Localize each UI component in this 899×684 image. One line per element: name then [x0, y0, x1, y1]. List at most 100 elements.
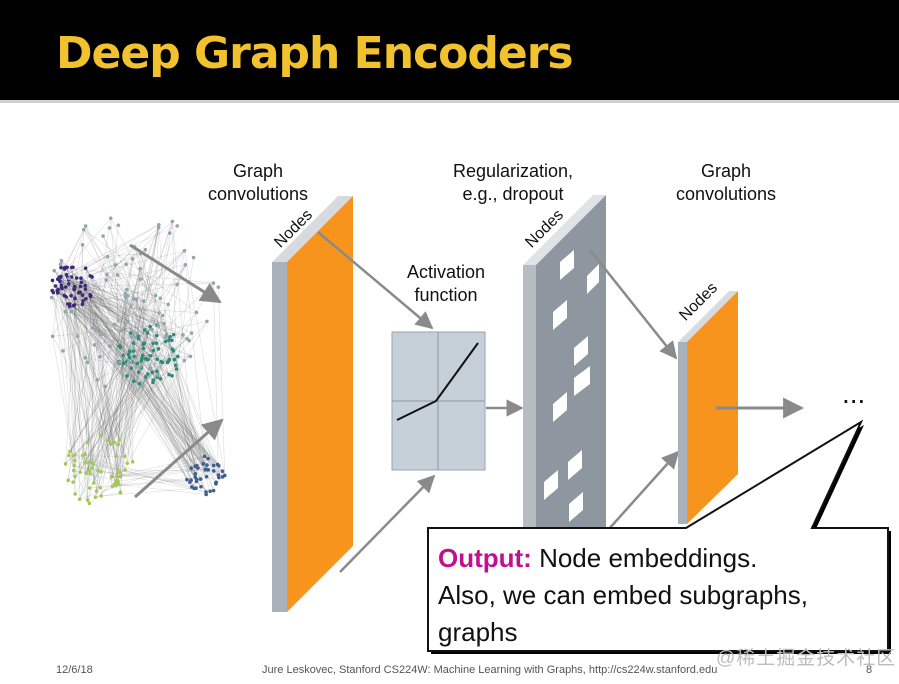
graph-edge: [79, 280, 107, 473]
output-callout: [427, 419, 891, 654]
graph-edge: [65, 274, 108, 464]
graph-edge: [52, 281, 85, 337]
graph-node: [57, 275, 61, 279]
graph-node: [88, 274, 93, 278]
graph-edge: [52, 280, 83, 305]
graph-edge: [82, 303, 165, 324]
graph-edge: [117, 372, 139, 472]
graph-edge: [54, 270, 158, 326]
graph-node: [183, 263, 188, 267]
graph-edge: [171, 312, 197, 341]
graph-edge: [74, 286, 91, 297]
graph-edge: [171, 375, 211, 492]
graph-edge: [117, 224, 160, 482]
graph-node: [67, 276, 71, 281]
footer-page-number: 8: [866, 664, 873, 676]
graph-edge: [160, 264, 186, 299]
graph-node: [97, 354, 102, 359]
graph-edge: [111, 456, 205, 478]
graph-node: [138, 266, 142, 271]
graph-edge: [90, 296, 160, 314]
graph-node: [75, 334, 80, 339]
graph-edge: [69, 264, 186, 452]
graph-node: [94, 489, 99, 493]
title-bar: Deep Graph Encoders: [0, 0, 899, 100]
graph-node: [148, 324, 152, 329]
graph-edge: [73, 305, 124, 364]
graph-node: [189, 466, 194, 471]
graph-edge: [76, 277, 206, 470]
graph-edge: [68, 227, 159, 456]
graph-edge: [83, 281, 163, 363]
graph-edge: [71, 311, 199, 469]
graph-edge: [83, 229, 197, 313]
dropout-hole: [553, 300, 567, 330]
label-activation-function: Activation function: [396, 261, 496, 307]
graph-node: [77, 291, 81, 295]
graph-node: [158, 296, 163, 301]
graph-node: [103, 322, 107, 326]
graph-node: [199, 484, 203, 489]
graph-edge: [117, 275, 195, 489]
graph-node: [72, 458, 77, 463]
graph-node: [121, 353, 125, 358]
panel-side: [523, 265, 536, 600]
graph-node: [160, 360, 165, 365]
graph-edge: [95, 328, 226, 476]
graph-edge: [64, 227, 159, 313]
graph-edge: [73, 289, 102, 335]
graph-node: [166, 302, 171, 307]
graph-edge: [118, 468, 206, 482]
graph-edge: [51, 297, 199, 469]
graph-node: [63, 309, 67, 314]
label-graph-convolutions-2: Graph convolutions: [664, 160, 788, 206]
graph-edge: [57, 249, 146, 292]
graph-node: [59, 258, 64, 263]
graph-edge: [69, 304, 117, 486]
dropout-hole: [569, 492, 583, 522]
graph-edge: [156, 221, 173, 326]
graph-edge: [128, 354, 151, 357]
graph-edge: [74, 286, 158, 326]
graph-edge: [176, 368, 197, 482]
graph-edge: [61, 286, 223, 472]
graph-node: [87, 501, 92, 506]
graph-edge: [69, 306, 139, 337]
graph-edge: [74, 304, 115, 443]
graph-node: [116, 482, 121, 486]
graph-node: [211, 488, 216, 493]
graph-node: [216, 285, 221, 289]
graph-edge: [65, 277, 77, 464]
graph-edge: [71, 267, 78, 337]
graph-node: [110, 474, 114, 479]
graph-edge: [83, 229, 158, 326]
graph-node: [140, 384, 145, 389]
graph-node: [78, 284, 83, 289]
graph-edge: [107, 256, 173, 341]
graph-edge: [139, 356, 191, 368]
graph-node: [170, 338, 174, 343]
graph-edge: [65, 311, 172, 341]
slide-title: Deep Graph Encoders: [56, 28, 574, 79]
graph-edge: [115, 378, 161, 457]
graph-edge: [119, 268, 141, 347]
graph-node: [171, 332, 176, 337]
dropout-hole: [574, 366, 590, 396]
graph-edge: [97, 339, 170, 381]
graph-node: [87, 468, 91, 473]
graph-edge: [68, 279, 157, 344]
graph-edge: [70, 244, 83, 296]
graph-node: [123, 295, 128, 299]
graph-edge: [115, 295, 128, 484]
graph-edge: [113, 355, 124, 443]
activation-arrows: [317, 231, 436, 573]
graph-edge: [107, 361, 162, 441]
dropout-layer: [523, 195, 606, 600]
graph-edge: [52, 289, 59, 337]
graph-node: [65, 265, 69, 270]
graph-node: [143, 356, 148, 361]
graph-node: [79, 276, 83, 280]
graph-edge: [95, 329, 126, 471]
graph-node: [154, 341, 159, 345]
graph-node: [189, 485, 194, 489]
